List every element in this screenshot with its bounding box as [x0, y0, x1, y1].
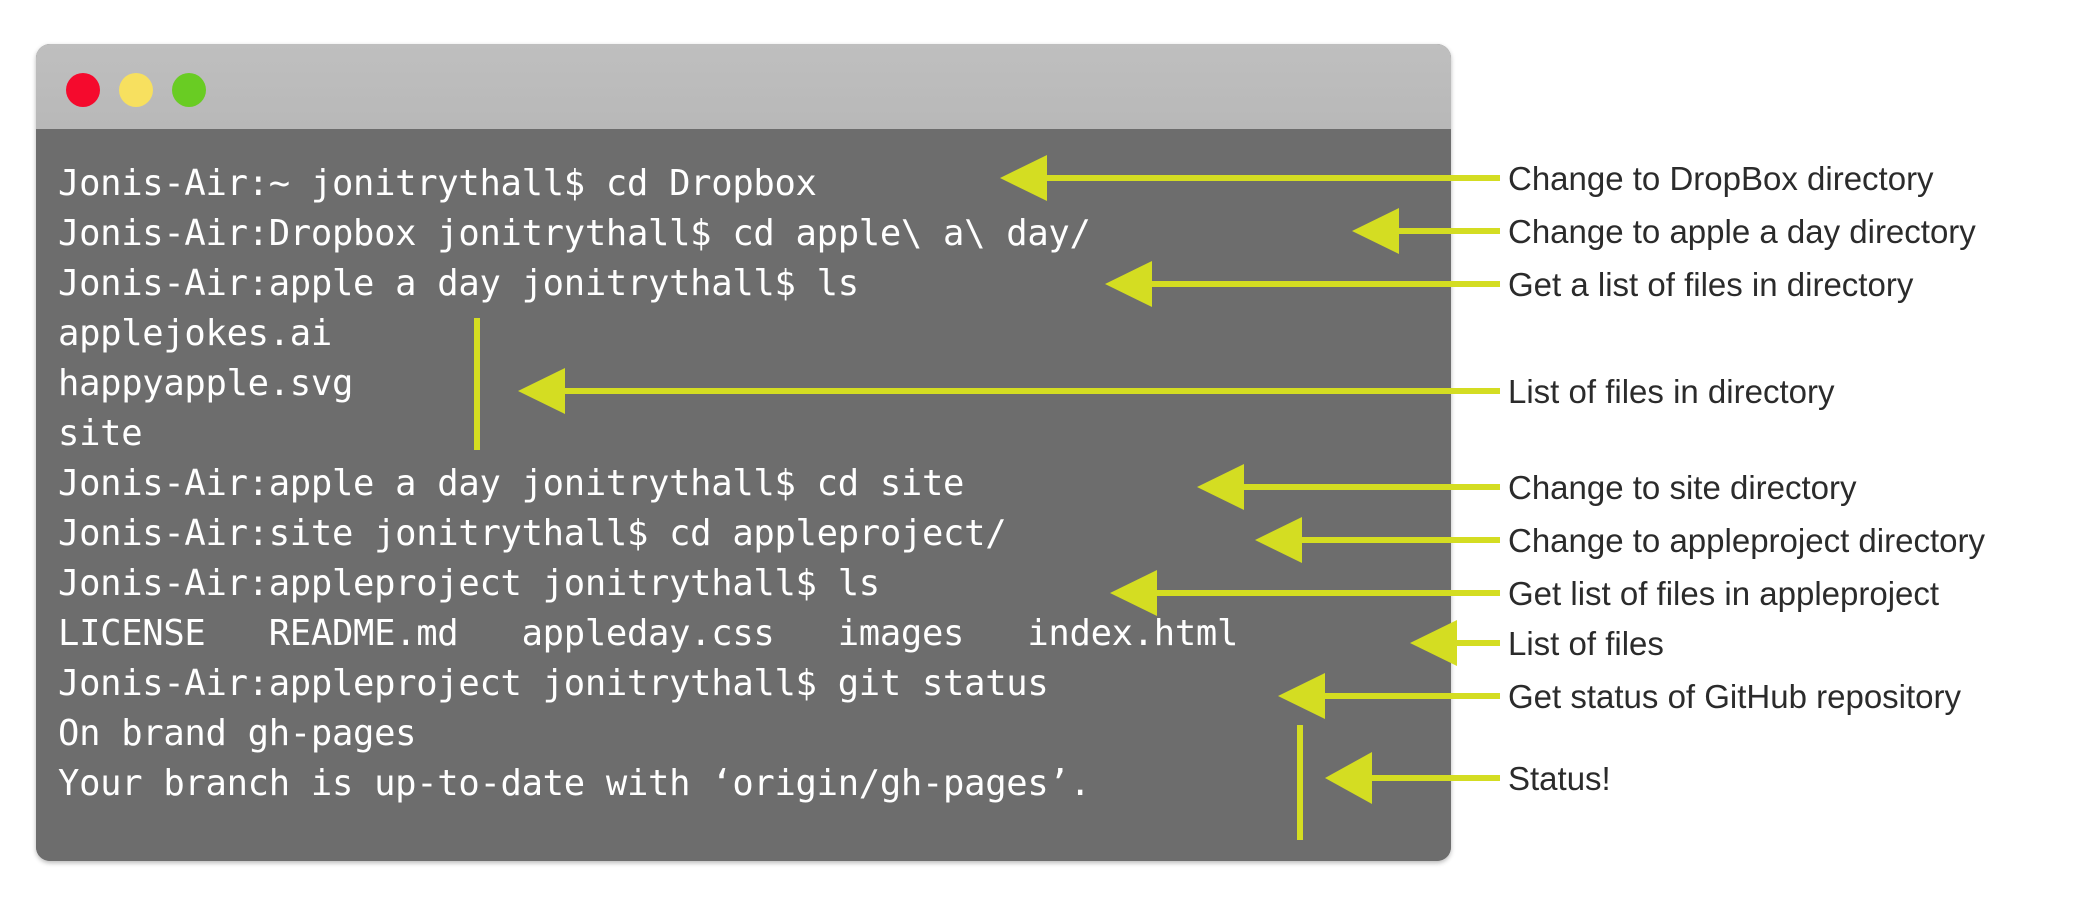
- terminal-line: Jonis-Air:apple a day jonitrythall$ ls: [58, 263, 859, 304]
- terminal-line: LICENSE README.md appleday.css images in…: [58, 613, 1239, 654]
- terminal-line: Jonis-Air:appleproject jonitrythall$ ls: [58, 563, 880, 604]
- terminal-line: site: [58, 413, 143, 454]
- terminal-line: Jonis-Air:Dropbox jonitrythall$ cd apple…: [58, 213, 1091, 254]
- terminal-line: On brand gh-pages: [58, 713, 417, 754]
- terminal-output-area[interactable]: Jonis-Air:~ jonitrythall$ cd Dropbox Jon…: [36, 129, 1451, 861]
- terminal-line: Jonis-Air:apple a day jonitrythall$ cd s…: [58, 463, 965, 504]
- annotation-status: Status!: [1508, 760, 1611, 797]
- annotation-get-list-of-files: Get a list of files in directory: [1508, 266, 1914, 303]
- window-titlebar[interactable]: [36, 44, 1451, 130]
- terminal-window[interactable]: Jonis-Air:~ jonitrythall$ cd Dropbox Jon…: [36, 44, 1451, 861]
- terminal-line: Jonis-Air:~ jonitrythall$ cd Dropbox: [58, 163, 817, 204]
- annotation-get-list-appleproject: Get list of files in appleproject: [1508, 575, 1940, 612]
- close-button-icon[interactable]: [66, 73, 100, 107]
- terminal-line: Your branch is up-to-date with ‘origin/g…: [58, 763, 1091, 804]
- terminal-line: applejokes.ai: [58, 313, 332, 354]
- annotation-list-of-files: List of files: [1508, 625, 1664, 662]
- annotation-change-to-apple-a-day: Change to apple a day directory: [1508, 213, 1976, 250]
- annotation-change-to-dropbox: Change to DropBox directory: [1508, 160, 1934, 197]
- annotation-list-of-files-in-directory: List of files in directory: [1508, 373, 1835, 410]
- annotation-change-to-appleproject: Change to appleproject directory: [1508, 522, 1985, 559]
- annotation-get-status-github: Get status of GitHub repository: [1508, 678, 1962, 715]
- annotation-change-to-site: Change to site directory: [1508, 469, 1857, 506]
- minimize-button-icon[interactable]: [119, 73, 153, 107]
- maximize-button-icon[interactable]: [172, 73, 206, 107]
- terminal-line: happyapple.svg: [58, 363, 354, 404]
- terminal-line: Jonis-Air:appleproject jonitrythall$ git…: [58, 663, 1049, 704]
- terminal-line: Jonis-Air:site jonitrythall$ cd applepro…: [58, 513, 1007, 554]
